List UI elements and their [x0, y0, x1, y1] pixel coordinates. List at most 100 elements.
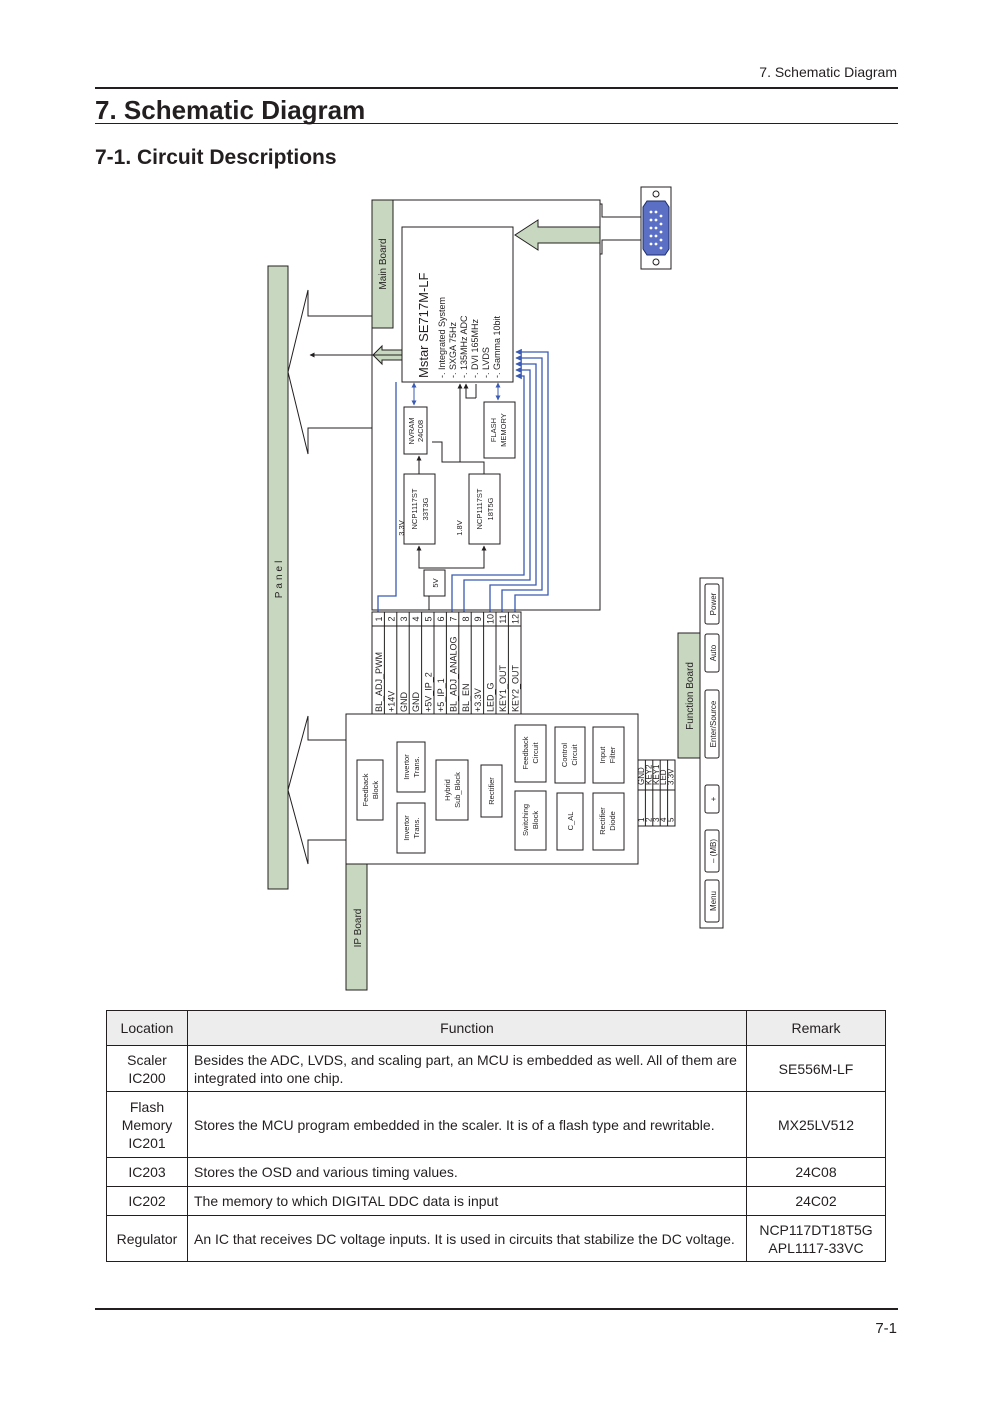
pin-number: 5 — [424, 616, 434, 621]
ip-block-label: Circuit — [531, 741, 540, 763]
pin-label: KEY1_OUT — [498, 664, 508, 712]
header-rule — [95, 87, 898, 89]
pin-number: 11 — [498, 614, 508, 623]
col-location: Location — [106, 1010, 188, 1046]
pin-label: LED_G — [486, 682, 496, 712]
pin-label: BL_ADJ_PWM — [374, 652, 384, 712]
pin-number: 7 — [448, 616, 458, 621]
regulator-33v — [403, 473, 436, 545]
cell-remark: 24C02 — [746, 1186, 886, 1216]
vga-cable — [600, 203, 641, 255]
rectifier-diode — [592, 792, 625, 851]
function-button[interactable] — [704, 784, 720, 814]
ip-block-label: Filter — [608, 746, 617, 763]
pin-label: BL_ADJ_ANALOG — [448, 636, 458, 712]
cell-remark: 24C08 — [746, 1157, 886, 1187]
fpin-number: 2 — [644, 817, 653, 822]
panel-label: Panel — [274, 558, 285, 599]
table-row: Regulator An IC that receives DC voltage… — [106, 1215, 886, 1262]
ip-block-label: Invertor — [402, 754, 411, 780]
table-row: Scaler IC200 Besides the ADC, LVDS, and … — [106, 1045, 886, 1092]
input-filter — [592, 726, 625, 784]
table-row: IC203 Stores the OSD and various timing … — [106, 1157, 886, 1187]
pin-number: 10 — [486, 614, 496, 624]
fpin-number: 1 — [637, 817, 646, 822]
ip-block-label: Trans. — [412, 818, 421, 839]
fpin-label: LED — [659, 769, 668, 785]
function-button[interactable] — [704, 633, 720, 673]
fpin-number: 3 — [652, 817, 661, 822]
flash-label: MEMORY — [499, 413, 508, 447]
ip-block-label: Block — [531, 811, 540, 830]
mstar-feature: -. Gamma 10bit — [492, 315, 502, 378]
mstar-feature: -. SXGA 75Hz — [448, 321, 458, 378]
vga-input-arrow — [514, 219, 601, 251]
table-row: IC202 The memory to which DIGITAL DDC da… — [106, 1186, 886, 1216]
title-rule — [95, 123, 898, 124]
function-button[interactable] — [704, 879, 720, 923]
circuit-description-table: Location Function Remark Scaler IC200 Be… — [106, 1010, 886, 1262]
ip-block-label: Circuit — [570, 743, 579, 765]
pin-label: BL_EN — [461, 683, 471, 712]
mstar-feature: -. LVDS — [481, 347, 491, 378]
invertor-trans-top — [396, 741, 426, 793]
panel-arrow-main — [287, 289, 372, 455]
function-button-label: Power — [709, 592, 718, 615]
rectifier-block — [480, 764, 503, 818]
ip-block-label: Sub_Block — [453, 772, 462, 808]
function-button[interactable] — [704, 689, 720, 759]
ip-board-tab — [345, 863, 368, 991]
ip-block-label: C_AL — [566, 812, 575, 831]
fpin-label: 3.3V — [667, 768, 676, 785]
function-button[interactable] — [704, 829, 720, 873]
cell-function: Stores the MCU program embedded in the s… — [187, 1091, 747, 1158]
signal-lines — [377, 348, 549, 612]
page-title: 7. Schematic Diagram — [95, 95, 366, 125]
cell-remark: NCP117DT18T5G APL1117-33VC — [746, 1215, 886, 1262]
regulator-33v-part: 33T3G — [421, 497, 430, 520]
fpin-number: 4 — [659, 817, 668, 822]
function-button-label: – (MB) — [709, 839, 718, 863]
ip-block-label: Diode — [608, 811, 617, 831]
v18-label: 1.8V — [455, 520, 464, 535]
mstar-feature: -. Integrated System — [437, 297, 447, 378]
pin-label: +3.3V — [473, 688, 483, 712]
fpin-label: KEY1 — [652, 764, 661, 785]
feedback-block — [356, 759, 384, 821]
cell-function: The memory to which DIGITAL DDC data is … — [187, 1186, 747, 1216]
control-circuit — [554, 726, 586, 784]
function-button[interactable] — [704, 583, 720, 625]
v33-label: 3.3V — [397, 520, 406, 535]
nvram-label: NVRAM — [407, 417, 416, 444]
vga-pins-icon — [649, 210, 663, 250]
pin-number: 9 — [473, 616, 483, 621]
vga-screw-icon — [652, 258, 660, 266]
ip-block-label: Feedback — [521, 736, 530, 769]
feedback-circuit — [514, 724, 547, 783]
pin-number: 12 — [510, 614, 520, 624]
regulator-18v — [468, 473, 501, 545]
hybrid-sub-block — [435, 759, 469, 821]
5v-node — [423, 569, 446, 597]
ip-block-label: Block — [371, 781, 380, 800]
mstar-feature: -. 135MHz ADC — [459, 315, 469, 378]
mstar-scaler — [401, 226, 514, 383]
ip-block-label: Input — [598, 746, 607, 764]
cell-location: Scaler IC200 — [106, 1045, 188, 1092]
cell-function: Stores the OSD and various timing values… — [187, 1157, 747, 1187]
function-board-label: Function Board — [685, 662, 696, 730]
function-button-label: Auto — [709, 644, 718, 661]
invertor-trans-bottom — [396, 802, 426, 854]
function-button-label: Menu — [709, 891, 718, 911]
regulator-33v-label: NCP1117ST — [410, 488, 419, 529]
pin-number: 1 — [374, 616, 384, 621]
switching-block — [514, 790, 547, 851]
pin-label: +5V_IP_2 — [424, 672, 434, 712]
regulator-18v-part: 18T5G — [486, 497, 495, 520]
panel-board — [267, 265, 289, 890]
cell-remark: SE556M-LF — [746, 1045, 886, 1092]
fpin-number: 5 — [667, 817, 676, 822]
ip-block-label: Switching — [521, 804, 530, 836]
ip-block-label: Rectifier — [598, 807, 607, 835]
